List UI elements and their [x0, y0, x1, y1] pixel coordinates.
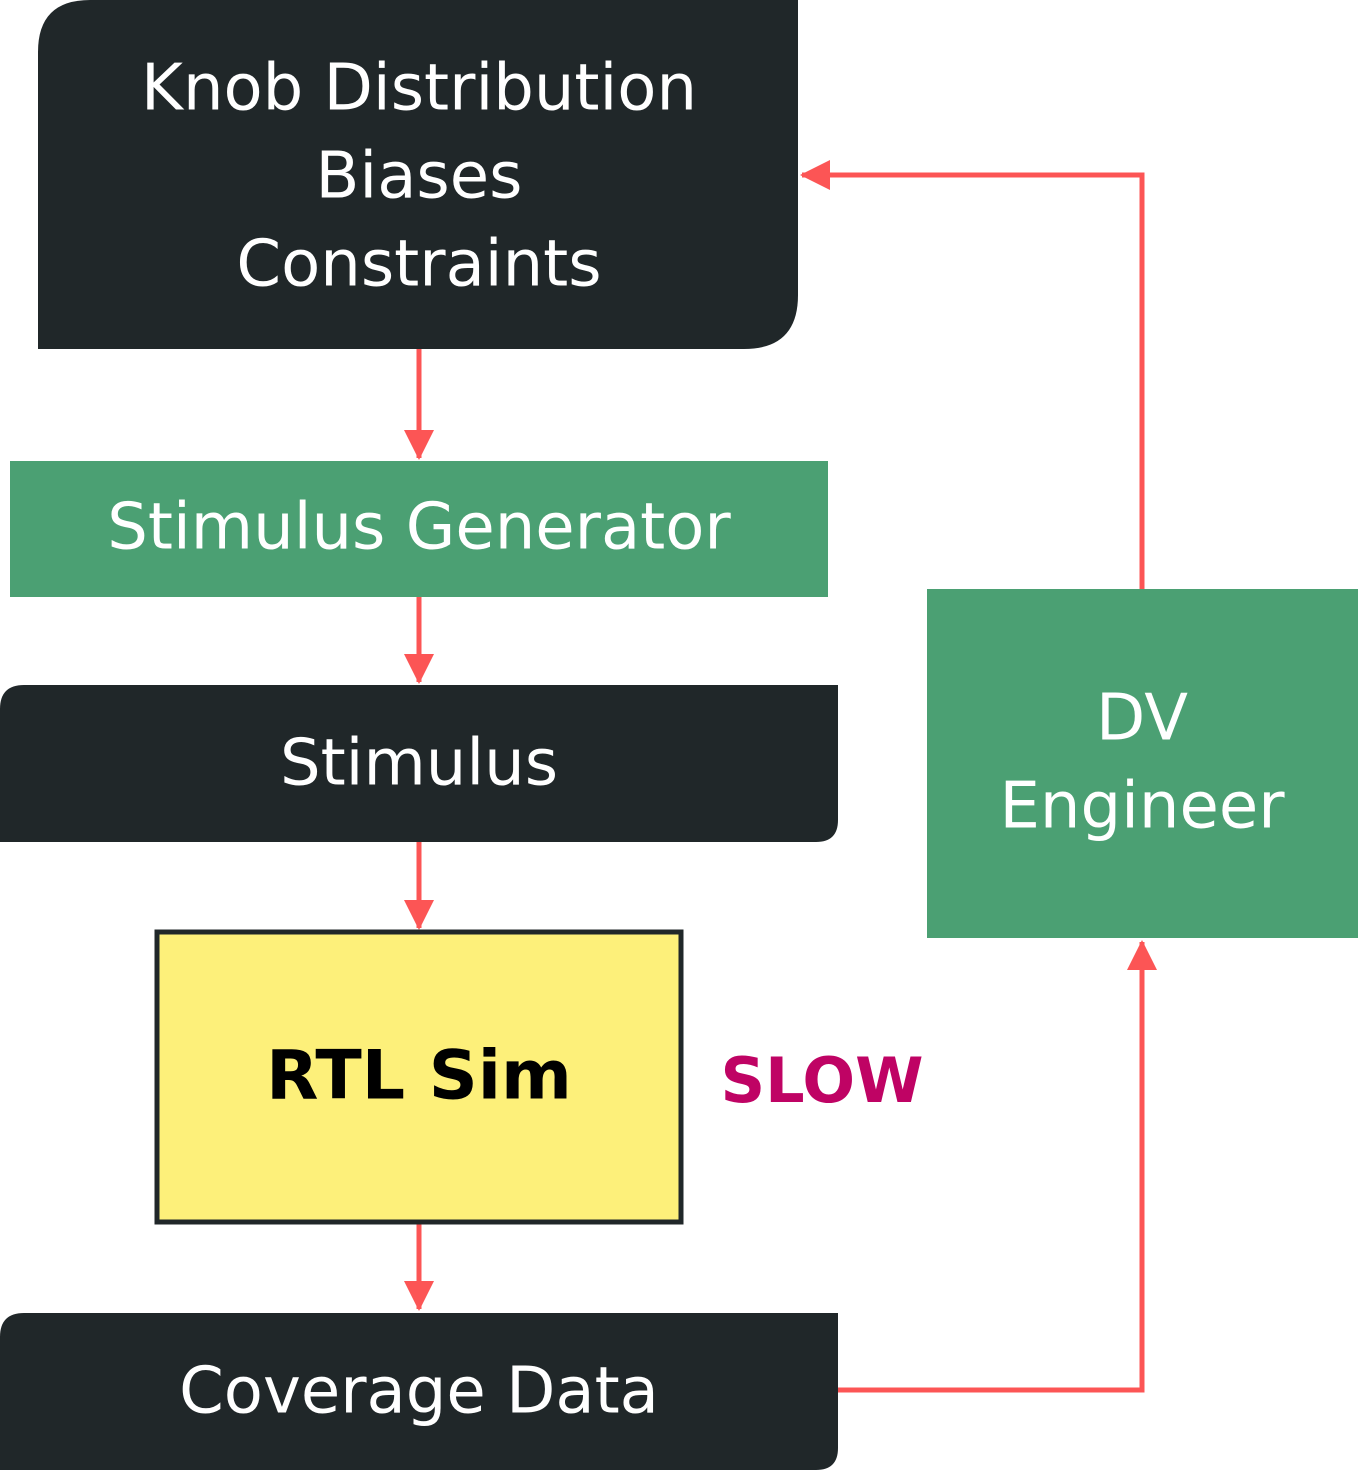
knob-line-3: Constraints [236, 228, 601, 302]
knob-line-1: Knob Distribution [141, 52, 697, 126]
stimulus-label: Stimulus [280, 727, 558, 801]
rtl-sim-node: RTL Sim [154, 929, 684, 1225]
coverage-data-label: Coverage Data [179, 1355, 659, 1429]
knob-distribution-node: Knob Distribution Biases Constraints [38, 0, 798, 349]
dv-engineer-node: DV Engineer [927, 589, 1358, 938]
knob-line-2: Biases [316, 140, 523, 214]
stimulus-generator-label: Stimulus Generator [107, 491, 731, 565]
dv-engineer-line-2: Engineer [999, 770, 1285, 844]
arrow-coverage-to-engineer [838, 940, 1157, 1393]
stimulus-generator-node: Stimulus Generator [10, 461, 828, 597]
slow-annotation: SLOW [720, 1044, 923, 1117]
rtl-sim-label: RTL Sim [266, 1037, 572, 1116]
arrow-engineer-to-knob [800, 160, 1145, 589]
dv-engineer-line-1: DV [1096, 682, 1188, 756]
coverage-data-node: Coverage Data [0, 1313, 838, 1470]
stimulus-node: Stimulus [0, 685, 838, 842]
connectors [404, 160, 1157, 1393]
